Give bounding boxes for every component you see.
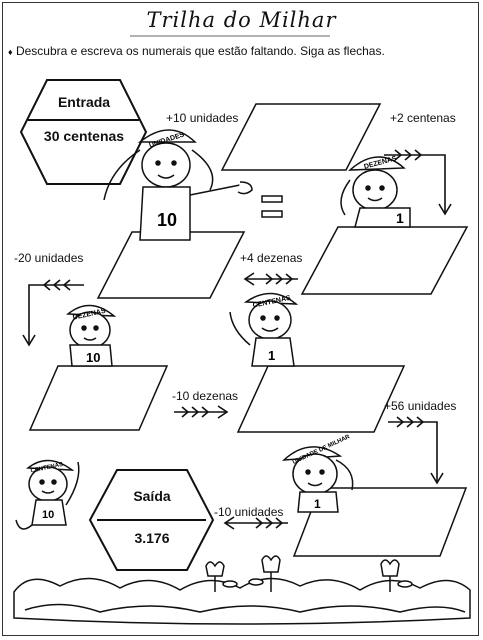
arrow-feathers-3 <box>42 279 71 291</box>
saida-value: 3.176 <box>134 530 170 546</box>
arrow-plus56-unidades <box>388 421 438 482</box>
arrow-feathers-1 <box>394 149 423 161</box>
boy-dezenas-illustration <box>66 304 117 367</box>
worksheet-title: Trilha do Milhar <box>146 8 337 32</box>
shirt-number-boy-left: 10 <box>86 350 100 365</box>
step-label-minus10-unidades: -10 unidades <box>214 505 284 519</box>
flower-border-decoration <box>13 555 471 625</box>
arrow-head-1 <box>438 203 452 216</box>
equals-bar-top <box>261 195 283 203</box>
equals-bar-bottom <box>261 210 283 218</box>
girl-unidades-illustration <box>103 129 253 241</box>
arrow-feathers-4 <box>181 406 210 418</box>
step-label-plus4-dezenas: +4 dezenas <box>240 251 303 265</box>
shirt-number-girl-top: 10 <box>157 210 177 230</box>
answer-box-5[interactable] <box>236 365 406 433</box>
entrada-label: Entrada <box>57 94 111 110</box>
arrow-head-3 <box>22 334 36 347</box>
arrow-feathers-2 <box>265 273 294 285</box>
arrow-feathers-6 <box>255 517 284 529</box>
arrow-plus2-centenas <box>384 154 446 213</box>
step-label-plus10-unidades: +10 unidades <box>166 111 239 125</box>
shirt-number-girl-bottom: 1 <box>314 497 321 511</box>
arrow-minus20-unidades <box>28 284 84 344</box>
saida-label: Saída <box>133 488 171 504</box>
step-label-plus2-centenas: +2 centenas <box>390 111 456 125</box>
bullet-icon: ♦ <box>8 47 13 57</box>
shirt-number-girl-right: 1 <box>396 210 404 226</box>
boy-centenas-illustration <box>229 292 299 367</box>
entrada-hexagon <box>19 79 148 185</box>
arrow-feathers-5 <box>396 416 425 428</box>
girl-milhar-illustration <box>281 446 354 513</box>
kid-centenas-illustration <box>15 459 80 530</box>
shirt-number-kid-bottom-left: 10 <box>42 509 54 521</box>
answer-box-2[interactable] <box>300 226 469 295</box>
arrow-head-2 <box>243 272 255 286</box>
entrada-value: 30 centenas <box>43 128 125 144</box>
answer-box-4[interactable] <box>28 365 169 431</box>
girl-dezenas-illustration <box>340 156 411 228</box>
step-label-minus20-unidades: -20 unidades <box>14 251 84 265</box>
step-label-minus10-dezenas: -10 dezenas <box>172 389 239 403</box>
answer-box-3[interactable] <box>96 231 246 299</box>
arrow-head-4 <box>217 405 229 419</box>
step-label-plus56-unidades: +56 unidades <box>384 399 457 413</box>
arrow-head-6 <box>223 516 235 530</box>
shirt-number-boy-mid: 1 <box>268 348 275 363</box>
instruction-text: ♦ Descubra e escreva os numerais que est… <box>8 44 385 58</box>
answer-box-1[interactable] <box>220 103 382 171</box>
arrow-head-5 <box>430 472 444 485</box>
instruction-label: Descubra e escreva os numerais que estão… <box>15 44 385 58</box>
